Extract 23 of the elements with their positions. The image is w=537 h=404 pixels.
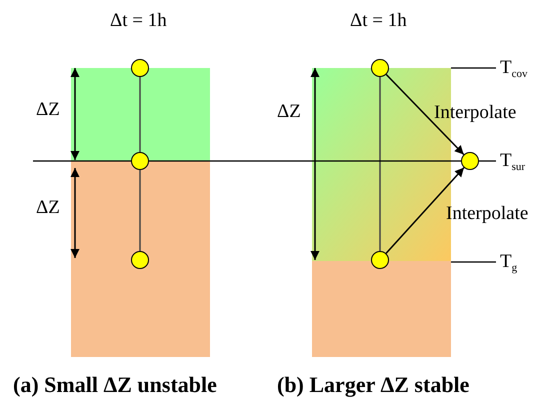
temperature-label: T$_{sur}$ <box>500 151 526 173</box>
edge-label: Interpolate <box>434 103 516 122</box>
caption: (b) Larger ΔZ stable <box>277 374 470 396</box>
connector-line <box>379 77 381 251</box>
node-circle <box>131 59 149 77</box>
leader-line <box>451 261 496 263</box>
leader-line <box>479 160 496 162</box>
time-step-label: Δt = 1h <box>110 11 167 30</box>
surface-line <box>33 160 461 162</box>
temperature-label: T$_{cov}$ <box>500 58 528 80</box>
connector-line <box>139 77 141 152</box>
caption: (a) Small ΔZ unstable <box>13 374 217 396</box>
node-circle <box>371 59 389 77</box>
temperature-label: T$_{g}$ <box>500 252 518 274</box>
arrow <box>386 74 464 156</box>
connector-line <box>139 170 141 251</box>
layer-thickness-label: ΔZ <box>277 102 301 121</box>
layer-thickness-label: ΔZ <box>36 198 60 217</box>
layer-thickness-label: ΔZ <box>36 100 60 119</box>
time-step-label: Δt = 1h <box>350 11 407 30</box>
leader-line <box>451 67 496 69</box>
arrow <box>386 167 464 254</box>
node-circle <box>461 152 479 170</box>
